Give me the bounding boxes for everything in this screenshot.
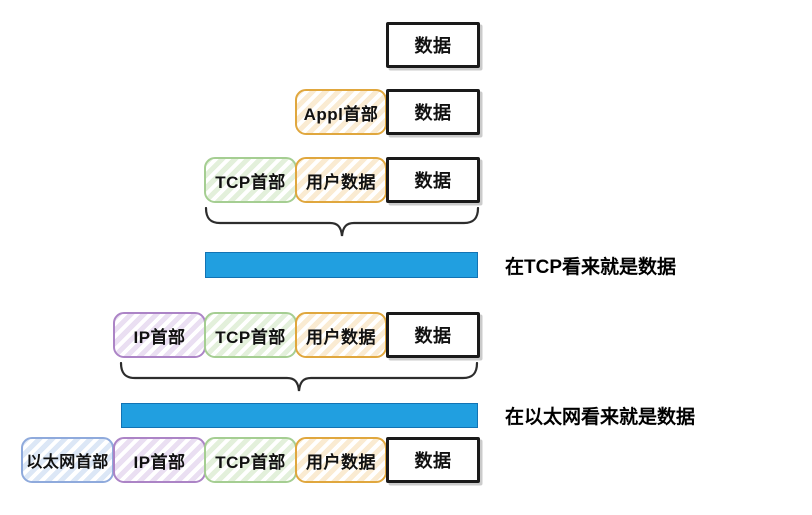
underbrace-ethernet — [119, 362, 479, 392]
data-box: 数据 — [386, 157, 480, 203]
appl-header-box: Appl首部 — [295, 89, 387, 135]
ethernet-view-label: 在以太网看来就是数据 — [505, 407, 696, 428]
user-data-box: 用户数据 — [295, 157, 387, 203]
tcp-header-box: TCP首部 — [204, 157, 297, 203]
data-box: 数据 — [386, 437, 480, 483]
data-box: 数据 — [386, 89, 480, 135]
data-box: 数据 — [386, 312, 480, 358]
user-data-box: 用户数据 — [295, 312, 387, 358]
tcp-view-bar — [205, 252, 478, 278]
ip-header-box: IP首部 — [113, 437, 206, 483]
user-data-box: 用户数据 — [295, 437, 387, 483]
data-box: 数据 — [386, 22, 480, 68]
tcp-header-box: TCP首部 — [204, 437, 297, 483]
underbrace-tcp — [204, 207, 480, 237]
ip-header-box: IP首部 — [113, 312, 206, 358]
tcp-view-label: 在TCP看来就是数据 — [505, 256, 677, 278]
ethernet-view-bar — [121, 403, 478, 428]
ethernet-header-box: 以太网首部 — [21, 437, 114, 483]
tcp-header-box: TCP首部 — [204, 312, 297, 358]
